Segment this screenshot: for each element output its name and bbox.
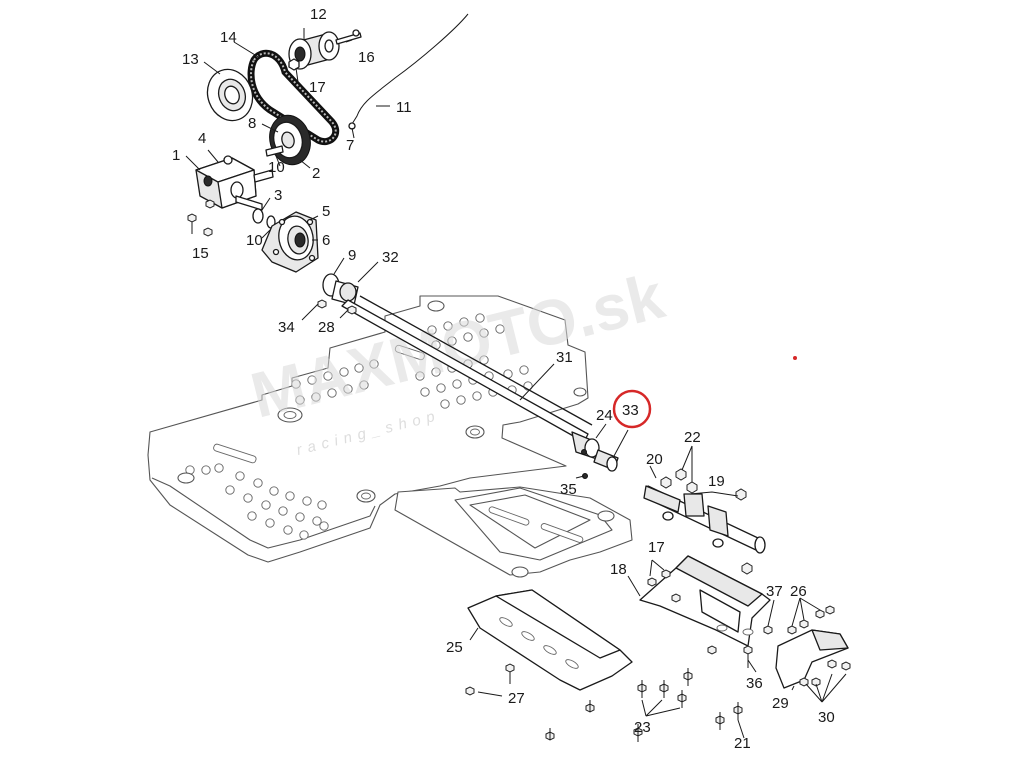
output-shaft [643,485,766,554]
callout-7[interactable]: 7 [346,137,354,154]
callout-31[interactable]: 31 [556,349,573,366]
drive-belt [247,49,340,145]
callout-11[interactable]: 11 [396,99,412,116]
callout-3[interactable]: 3 [274,187,282,204]
callout-12[interactable]: 12 [310,6,327,23]
callout-30[interactable]: 30 [818,709,835,726]
callout-15[interactable]: 15 [192,245,209,262]
drive-shaft [322,273,619,479]
callout-36[interactable]: 36 [746,675,763,692]
idler-assembly [288,29,362,71]
callout-8[interactable]: 8 [248,115,256,132]
bearing-housing [261,211,319,273]
callout-26[interactable]: 26 [790,583,807,600]
leader-lines [185,28,847,739]
drive-pulley [265,114,311,166]
highlight-ring [612,389,652,429]
side-guard [775,629,849,689]
callout-35[interactable]: 35 [560,481,577,498]
callout-13[interactable]: 13 [182,51,199,68]
callout-28[interactable]: 28 [318,319,335,336]
callout-9[interactable]: 9 [348,247,356,264]
callout-18[interactable]: 18 [610,561,627,578]
callout-20[interactable]: 20 [646,451,663,468]
callout-32[interactable]: 32 [382,249,399,266]
callout-16[interactable]: 16 [358,49,375,66]
gearbox [195,155,274,211]
callout-5[interactable]: 5 [322,203,330,220]
floor-slots [213,344,584,543]
callout-23[interactable]: 23 [634,719,651,736]
throttle-cable [351,13,469,125]
callout-37[interactable]: 37 [766,583,783,600]
callout-27[interactable]: 27 [508,690,525,707]
callout-34[interactable]: 34 [278,319,295,336]
callout-22[interactable]: 22 [684,429,701,446]
callout-24[interactable]: 24 [596,407,613,424]
floor-bosses [177,300,615,578]
pulley-cover [206,68,254,122]
callout-29[interactable]: 29 [772,695,789,712]
callout-21[interactable]: 21 [734,735,751,752]
callouts: 12 16 14 13 17 11 7 8 10 2 4 1 3 10 15 5… [172,6,835,752]
callout-25[interactable]: 25 [446,639,463,656]
callout-33[interactable]: 33 [622,402,639,419]
washer [252,208,264,224]
red-dot-marker [793,356,797,360]
callout-2[interactable]: 2 [312,165,320,182]
callout-4[interactable]: 4 [198,130,206,147]
rear-bracket [639,555,771,655]
callout-14[interactable]: 14 [220,29,237,46]
callout-1[interactable]: 1 [172,147,180,164]
callout-10-mid[interactable]: 10 [246,232,263,249]
callout-19[interactable]: 19 [708,473,725,490]
callout-6[interactable]: 6 [322,232,330,249]
callout-17-top[interactable]: 17 [309,79,326,96]
callout-10-top[interactable]: 10 [268,159,285,176]
loose-bolts [187,199,851,742]
skid-plate [467,589,633,691]
callout-17-bottom[interactable]: 17 [648,539,665,556]
